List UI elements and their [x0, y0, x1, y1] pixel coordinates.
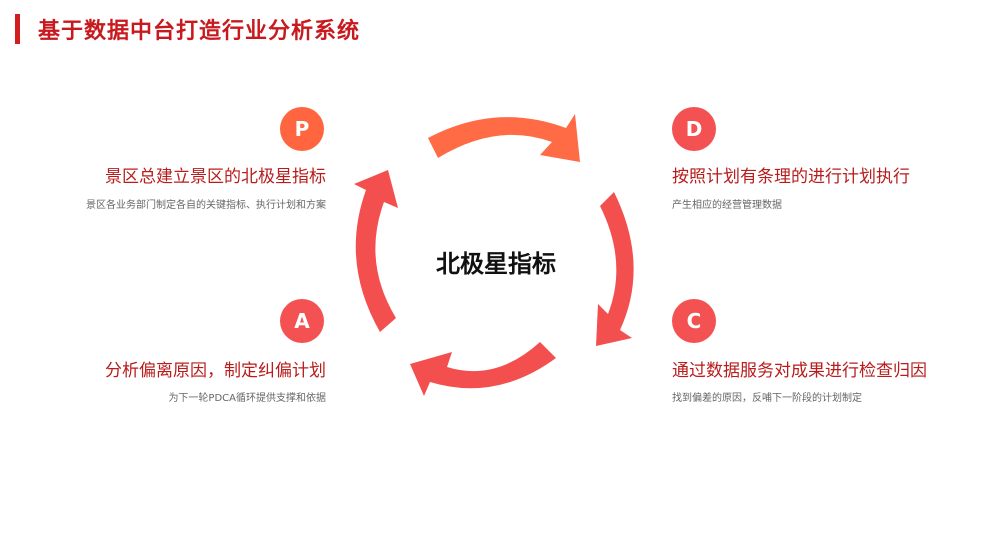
center-label: 北极星指标 [436, 250, 556, 278]
title-accent-bar [15, 14, 20, 44]
step-a-heading: 分析偏离原因，制定纠偏计划 [105, 361, 326, 381]
badge-p: P [280, 107, 324, 151]
page-title: 基于数据中台打造行业分析系统 [38, 19, 361, 44]
badge-c: C [672, 299, 716, 343]
badge-d: D [672, 107, 716, 151]
cycle-arrow-left [354, 170, 398, 332]
step-c-heading: 通过数据服务对成果进行检查归因 [672, 361, 927, 381]
step-p-heading: 景区总建立景区的北极星指标 [105, 167, 326, 187]
cycle-arrow-right [596, 192, 634, 346]
cycle-arrow-bottom [410, 342, 556, 396]
step-d-desc: 产生相应的经营管理数据 [672, 200, 782, 211]
step-c-desc: 找到偏差的原因，反哺下一阶段的计划制定 [672, 393, 862, 404]
cycle-arrow-top [428, 114, 580, 162]
step-d-heading: 按照计划有条理的进行计划执行 [672, 167, 910, 187]
step-a-desc: 为下一轮PDCA循环提供支撑和依据 [168, 393, 326, 404]
step-p-desc: 景区各业务部门制定各自的关键指标、执行计划和方案 [86, 200, 326, 211]
badge-a: A [280, 299, 324, 343]
